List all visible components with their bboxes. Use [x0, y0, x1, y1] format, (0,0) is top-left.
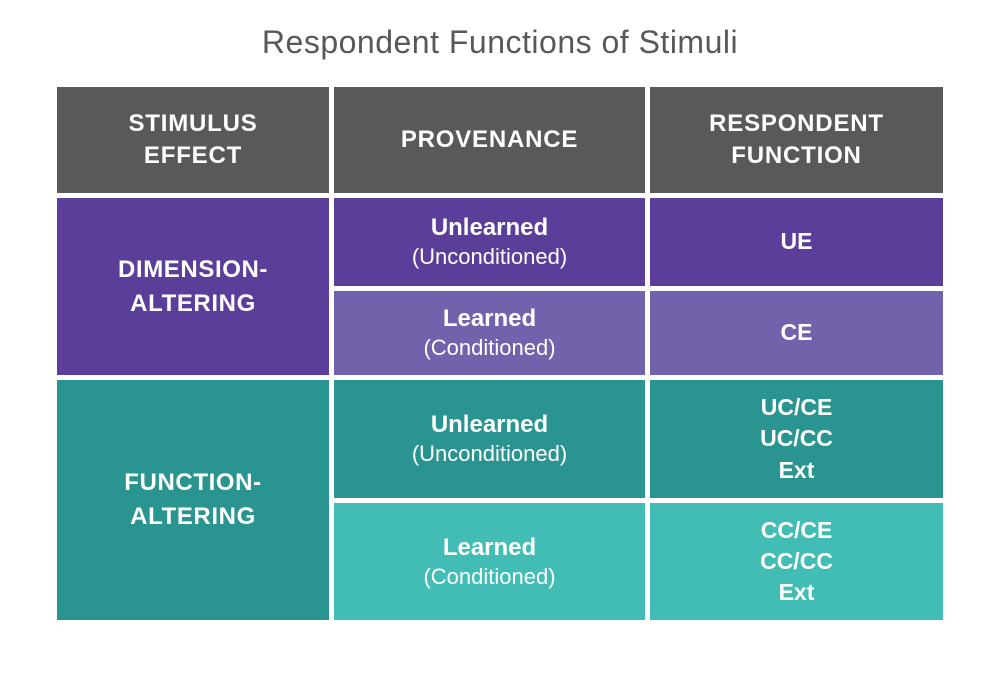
header-respondent-function: RESPONDENT FUNCTION [650, 87, 943, 193]
provenance-sub: (Conditioned) [423, 563, 556, 589]
header-line: RESPONDENT [709, 109, 884, 137]
function-line: UC/CC [760, 425, 833, 452]
header-line: FUNCTION [731, 142, 862, 169]
provenance-main: Learned [442, 533, 537, 561]
header-provenance: PROVENANCE [334, 87, 645, 193]
function-line: UC/CE [760, 394, 833, 421]
effect-line: FUNCTION- [124, 469, 262, 497]
cell-provenance-learned-dimension: Learned (Conditioned) [334, 291, 645, 375]
cell-effect-function-altering: FUNCTION- ALTERING [57, 380, 329, 620]
effect-line: DIMENSION- [118, 255, 268, 283]
provenance-main: Learned [442, 305, 537, 333]
cell-provenance-learned-function: Learned (Conditioned) [334, 503, 645, 620]
provenance-main: Unlearned [430, 214, 549, 242]
header-line: EFFECT [143, 142, 243, 169]
cell-effect-dimension-altering: DIMENSION- ALTERING [57, 198, 329, 375]
page-title: Respondent Functions of Stimuli [261, 24, 739, 60]
function-line: UE [780, 228, 813, 255]
provenance-sub: (Unconditioned) [411, 244, 568, 270]
cell-function-uc: UC/CE UC/CC Ext [650, 380, 943, 498]
cell-provenance-unlearned-function: Unlearned (Unconditioned) [334, 380, 645, 498]
function-line: CC/CC [760, 547, 833, 574]
cell-function-cc: CC/CE CC/CC Ext [650, 503, 943, 620]
effect-line: ALTERING [130, 289, 256, 317]
provenance-sub: (Unconditioned) [411, 441, 568, 467]
header-stimulus-effect: STIMULUS EFFECT [57, 87, 329, 193]
effect-line: ALTERING [130, 503, 256, 530]
cell-provenance-unlearned-dimension: Unlearned (Unconditioned) [334, 198, 645, 286]
function-line: CE [780, 319, 813, 346]
respondent-functions-table: STIMULUS EFFECT PROVENANCE RESPONDENT FU… [57, 87, 943, 620]
function-line: CC/CE [760, 516, 833, 543]
provenance-main: Unlearned [430, 411, 549, 439]
cell-function-ce: CE [650, 291, 943, 375]
header-line: STIMULUS [128, 109, 258, 137]
function-line: Ext [778, 579, 815, 606]
header-line: PROVENANCE [400, 125, 579, 153]
cell-function-ue: UE [650, 198, 943, 286]
provenance-sub: (Conditioned) [423, 335, 556, 361]
function-line: Ext [778, 456, 815, 483]
